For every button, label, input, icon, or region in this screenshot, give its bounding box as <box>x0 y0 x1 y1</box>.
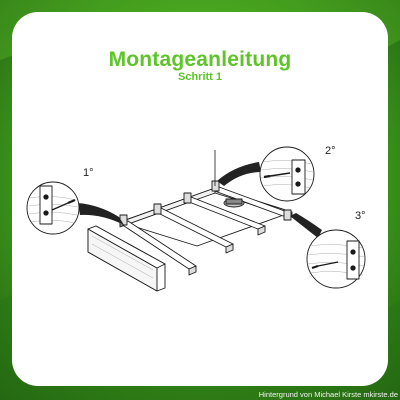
center-post <box>214 150 245 208</box>
callout-2-label: 2° <box>325 145 336 157</box>
front-board <box>87 225 166 292</box>
callout-2 <box>217 146 315 202</box>
page-subtitle: Schritt 1 <box>177 71 222 83</box>
callout-3-label: 3° <box>355 210 366 222</box>
cross-slats <box>120 186 291 276</box>
page-title: Montageanleitung <box>108 48 292 71</box>
background-credit: Hintergrund von Michael Kirste mkirste.d… <box>258 390 398 399</box>
callout-1 <box>26 181 124 235</box>
callout-3 <box>290 213 366 289</box>
callout-1-label: 1° <box>83 167 94 179</box>
rail-brackets <box>119 180 292 226</box>
